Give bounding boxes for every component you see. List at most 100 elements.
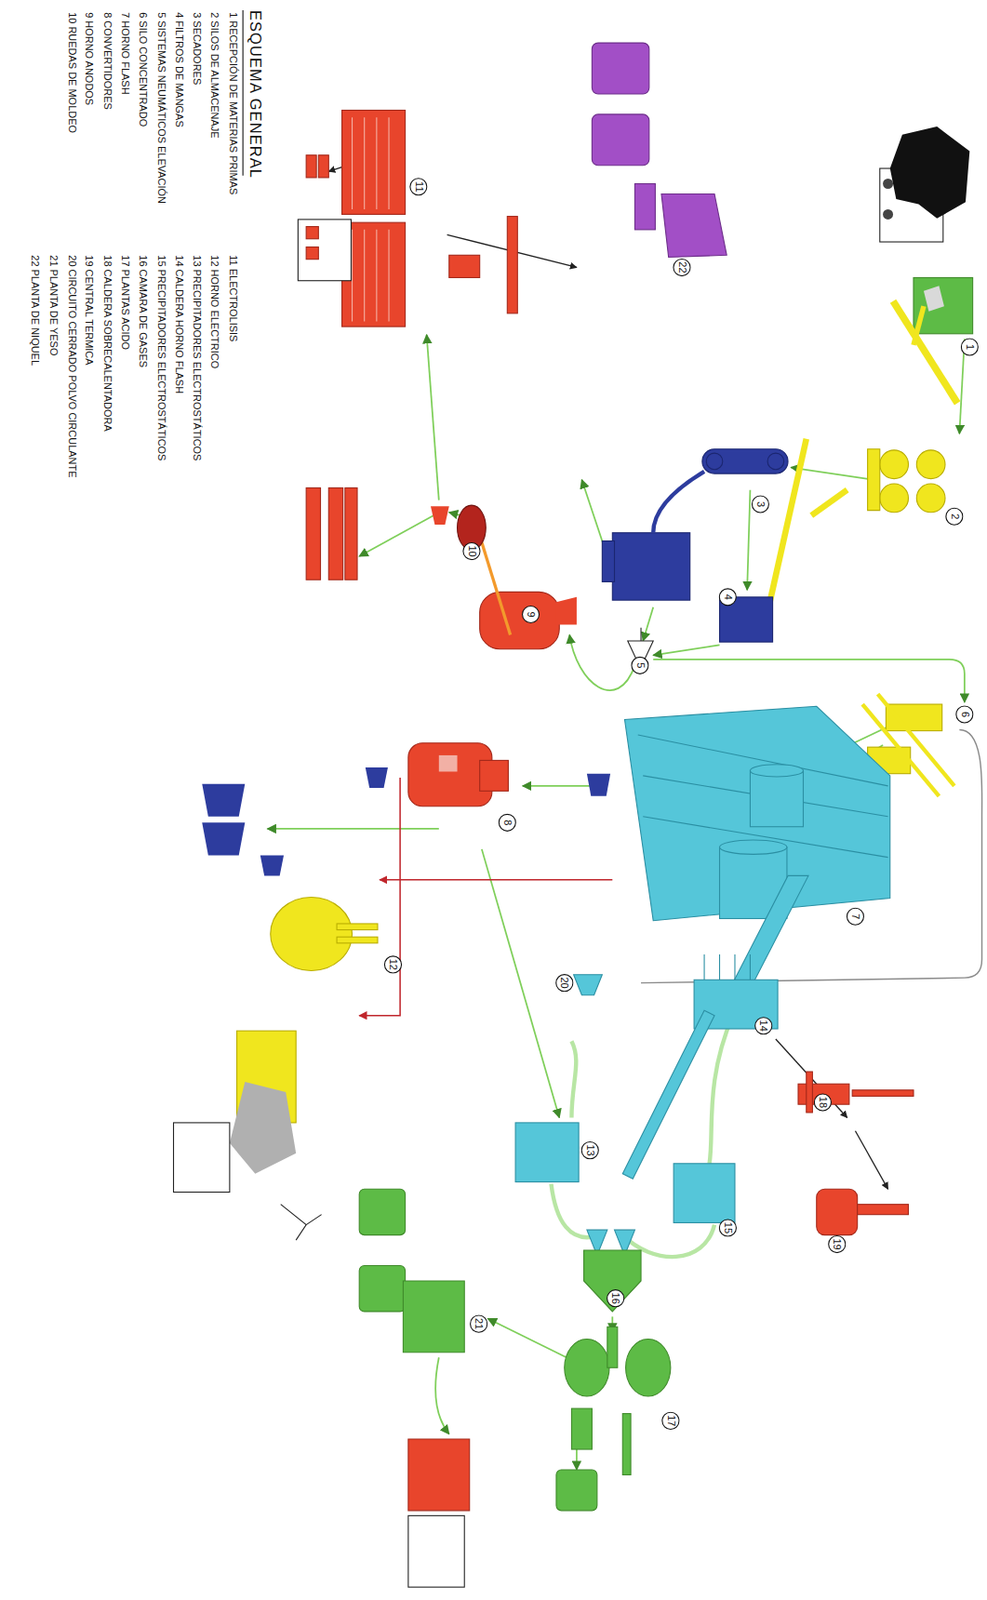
callout-text: 16 xyxy=(610,1293,621,1305)
gas-flow xyxy=(328,155,888,1189)
legend-item: 15 PRECIPITADORES ELECTROSTÁTICOS xyxy=(154,254,167,461)
callout-ring xyxy=(828,1235,846,1253)
callout-ring xyxy=(581,1141,599,1159)
electric-furnace xyxy=(173,896,378,1241)
callout-text: 5 xyxy=(634,662,645,668)
gas-cleaning xyxy=(515,954,778,1256)
legend-item: 7 HORNO FLASH xyxy=(119,12,132,94)
legend-item: 8 CONVERTIDORES xyxy=(100,12,113,110)
legend-item: 16 CAMARA DE GASES xyxy=(136,254,149,368)
callout-ring xyxy=(719,588,736,606)
callout-number: 21 xyxy=(469,1314,489,1334)
callout-number: 10 xyxy=(462,542,481,561)
legend-item: 2 SILOS DE ALMACENAJE xyxy=(208,12,221,138)
callout-text: 3 xyxy=(755,501,766,507)
callout-text: 20 xyxy=(559,976,570,988)
callout-ring xyxy=(673,258,691,276)
gypsum-plant xyxy=(359,1188,469,1588)
callout-number: 1 xyxy=(960,337,979,357)
callout-number: 19 xyxy=(827,1235,847,1254)
callout-text: 21 xyxy=(473,1318,484,1330)
legend-item: 9 HORNO ANODOS xyxy=(82,12,95,106)
callout-number: 13 xyxy=(580,1141,600,1161)
callout-ring xyxy=(384,956,401,974)
acid-plant xyxy=(556,1250,671,1511)
legend-item: 17 PLANTAS ACIDO xyxy=(119,254,132,350)
boilers xyxy=(798,1071,914,1236)
callout-text: 17 xyxy=(665,1414,676,1427)
callout-number: 8 xyxy=(497,813,517,832)
callout-text: 19 xyxy=(831,1238,842,1250)
pneumatic-lift xyxy=(627,627,654,659)
callout-ring xyxy=(755,1017,773,1035)
converter xyxy=(201,743,611,877)
callout-ring xyxy=(607,1290,625,1308)
callout-number: 20 xyxy=(555,973,574,993)
legend-item: 20 CIRCUITO CERRADO POLVO CIRCULANTE xyxy=(65,254,78,478)
callout-ring xyxy=(631,656,649,674)
callout-number: 15 xyxy=(718,1218,737,1238)
legend-item: 21 PLANTA DE YESO xyxy=(46,254,59,356)
legend-item: 1 RECEPCIÓN DE MATERIAS PRIMAS xyxy=(226,12,240,195)
legend-item: 10 RUEDAS DE MOLDEO xyxy=(65,12,78,134)
callout-ring xyxy=(556,974,574,992)
legend-item: 22 PLANTA DE NIQUEL xyxy=(28,254,41,366)
callout-ring xyxy=(522,606,540,624)
legend-item: 19 CENTRAL TERMICA xyxy=(82,254,95,365)
callout-text: 11 xyxy=(413,181,424,192)
legend-item: 13 PRECIPITADORES ELECTROSTÁTICOS xyxy=(190,254,203,461)
callout-text: 22 xyxy=(676,261,687,273)
callout-text: 18 xyxy=(817,1096,828,1108)
callout-number: 22 xyxy=(672,258,692,278)
callout-number: 17 xyxy=(661,1411,681,1430)
callout-text: 2 xyxy=(948,513,960,520)
callout-ring xyxy=(813,1093,831,1111)
callout-number: 5 xyxy=(630,655,650,675)
callout-ring xyxy=(846,907,864,925)
dryers-filters xyxy=(601,449,788,642)
callout-number: 14 xyxy=(754,1016,774,1036)
callout-number: 12 xyxy=(383,955,402,974)
callout-ring xyxy=(751,495,769,513)
callout-text: 15 xyxy=(722,1222,734,1234)
callout-ring xyxy=(410,178,427,196)
callout-text: 10 xyxy=(466,545,477,557)
title-underline xyxy=(242,10,244,176)
callout-number: 6 xyxy=(955,705,974,724)
callout-number: 18 xyxy=(813,1093,832,1112)
raw-material-reception xyxy=(880,126,974,403)
callout-number: 2 xyxy=(945,506,964,526)
callout-ring xyxy=(960,338,978,356)
callout-text: 12 xyxy=(387,959,399,971)
callout-text: 13 xyxy=(585,1144,596,1156)
callout-ring xyxy=(719,1219,736,1237)
diagram-title: ESQUEMA GENERAL xyxy=(245,10,265,179)
callout-text: 9 xyxy=(525,611,536,617)
callout-ring xyxy=(662,1412,680,1429)
legend-item: 18 CALDERA SOBRECALENTADORA xyxy=(100,254,113,431)
callout-ring xyxy=(463,542,481,560)
callout-number: 7 xyxy=(846,906,866,926)
legend-item: 6 SILO CONCENTRADO xyxy=(136,12,149,127)
callout-ring xyxy=(470,1315,488,1333)
electrolysis xyxy=(297,109,518,327)
legend-item: 11 ELECTROLISIS xyxy=(226,254,240,342)
legend-item: 4 FILTROS DE MANGAS xyxy=(173,12,186,128)
storage-silos xyxy=(767,439,946,614)
callout-number: 11 xyxy=(409,177,428,197)
legend-item: 3 SECADORES xyxy=(190,12,203,85)
legend-item: 5 SISTEMAS NEUMÁTICOS ELEVACIÓN xyxy=(154,12,167,204)
material-flow xyxy=(266,266,964,1470)
callout-number: 3 xyxy=(751,494,771,514)
legend-item: 12 HORNO ELECTRICO xyxy=(208,254,221,369)
callout-text: 1 xyxy=(964,344,975,350)
callout-number: 16 xyxy=(606,1289,626,1308)
flash-furnace xyxy=(624,706,890,986)
anode-furnace xyxy=(430,505,577,650)
callout-text: 8 xyxy=(502,819,513,826)
nickel-plant xyxy=(591,42,727,257)
callout-number: 4 xyxy=(718,587,737,607)
callout-text: 4 xyxy=(722,594,734,601)
callout-text: 14 xyxy=(758,1020,769,1032)
